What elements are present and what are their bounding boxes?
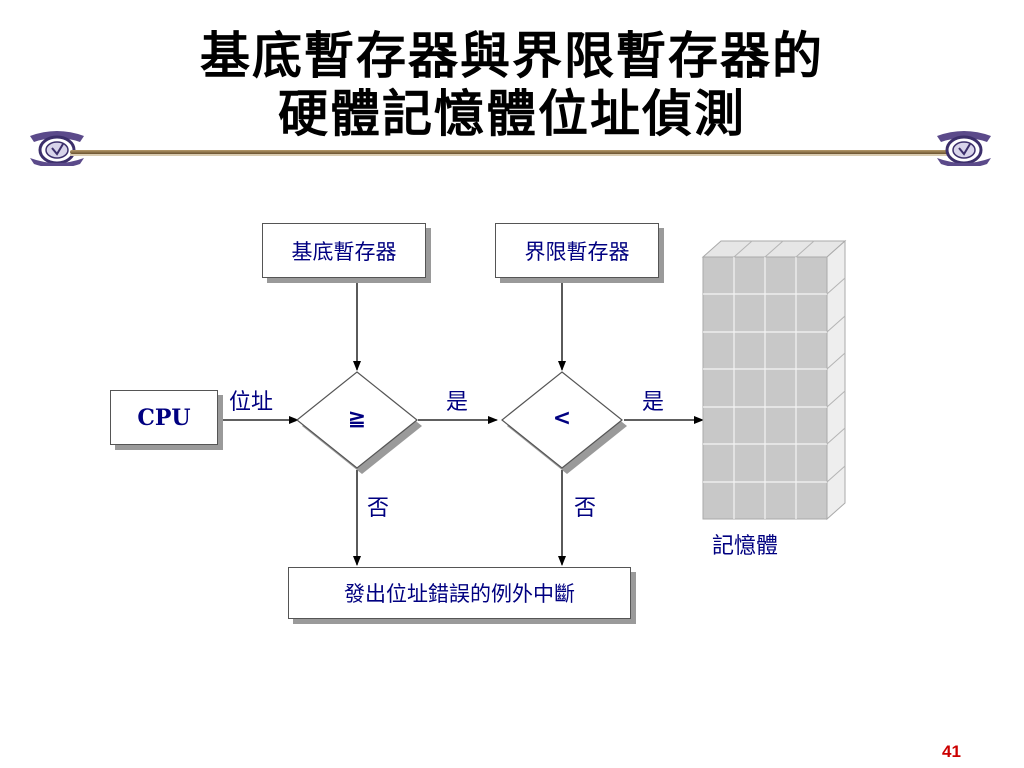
title-divider-shadow [70,154,950,156]
no-label-ge: 否 [367,496,390,521]
clock-emblem-icon [937,131,991,166]
memory-label: 記憶體 [712,534,779,559]
address-label: 位址 [229,390,274,415]
clock-emblem-icon [30,131,84,166]
slide-title-line-2: 硬體記憶體位址偵測 [278,84,746,143]
title-divider [70,150,950,154]
base-register-box: 基底暫存器 [262,223,426,278]
address-error-trap-box: 發出位址錯誤的例外中斷 [288,567,631,619]
ge-diamond [296,371,418,469]
ge-operator: ≧ [347,406,367,431]
memory-block [701,239,847,521]
yes-label-lt: 是 [642,390,665,415]
no-label-lt: 否 [574,496,597,521]
lt-diamond [501,371,623,469]
yes-label-ge: 是 [446,390,469,415]
limit-register-box: 界限暫存器 [495,223,659,278]
lt-operator: < [552,406,572,431]
cpu-box: CPU [110,390,218,445]
page-number: 41 [942,742,961,761]
slide-title-line-1: 基底暫存器與界限暫存器的 [200,26,824,85]
